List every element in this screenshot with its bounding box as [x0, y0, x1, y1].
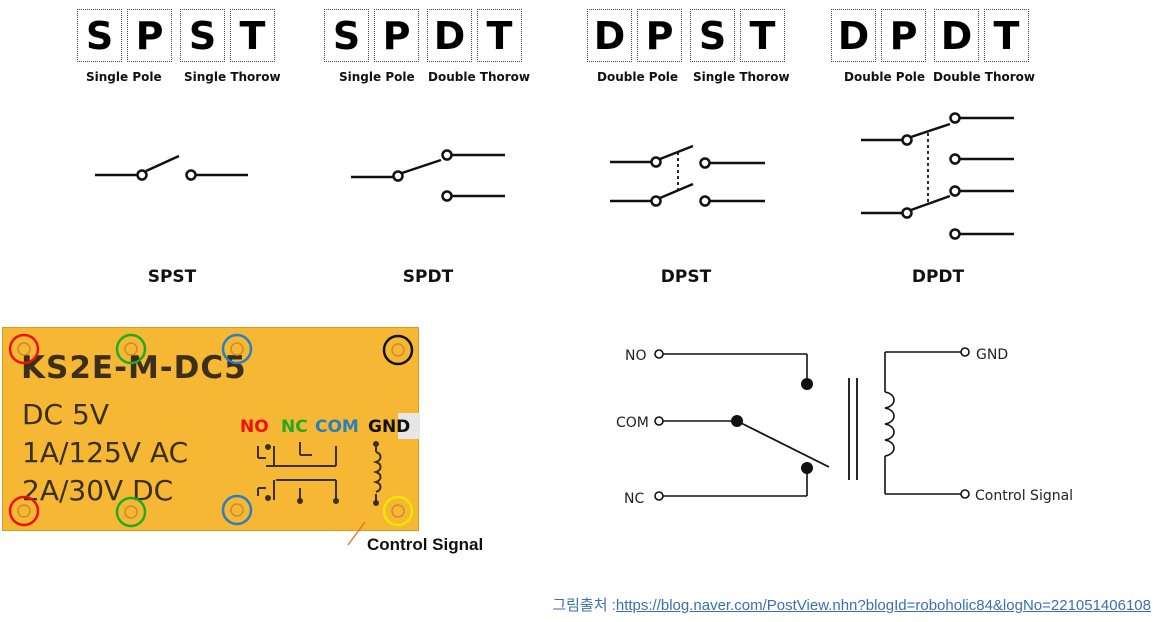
no-pin-marker: [8, 333, 40, 365]
source-prefix: 그림출처 :: [552, 597, 616, 614]
letter-box: T: [740, 9, 785, 62]
letter-box: T: [230, 9, 275, 62]
pin-label-no: NO: [240, 417, 269, 437]
com-pin-marker: [221, 333, 253, 365]
schematic-nc-label: NC: [624, 491, 644, 507]
letter-box: S: [324, 9, 369, 62]
pin-hole: [17, 504, 31, 518]
relay-model: KS2E-M-DC5: [21, 350, 247, 386]
letter-box: T: [477, 9, 522, 62]
spst-symbol: [95, 154, 248, 181]
letter-box: T: [984, 9, 1029, 62]
control-signal-caption: Control Signal: [367, 535, 484, 554]
pin-hole: [124, 342, 138, 356]
com-terminal: [654, 416, 664, 426]
schematic-gnd-label: GND: [976, 347, 1008, 363]
pin-hole: [230, 342, 244, 356]
schematic-com-label: COM: [616, 415, 649, 431]
relay-printed-schematic: [257, 441, 382, 506]
pin-hole: [391, 343, 405, 357]
relay-body: [2, 327, 419, 531]
gnd-pin-marker: [382, 334, 414, 366]
pin-label-com: COM: [315, 417, 359, 437]
throw-caption: Double Thorow: [428, 70, 530, 84]
gnd-tab: [398, 413, 420, 439]
source-link[interactable]: https://blog.naver.com/PostView.nhn?blog…: [615, 597, 1151, 614]
spdt-symbol: [351, 149, 505, 202]
pin-hole: [124, 505, 138, 519]
letter-box: P: [374, 9, 419, 62]
control-terminal: [960, 489, 970, 499]
relay-spec-dc: 2A/30V DC: [22, 474, 174, 507]
pole-caption: Double Pole: [844, 70, 926, 84]
dpst-label: DPST: [660, 267, 712, 287]
no-terminal: [654, 349, 664, 359]
letter-box: D: [934, 9, 979, 62]
relay-spec-ac: 1A/125V AC: [22, 436, 189, 469]
spdt-label: SPDT: [402, 267, 454, 287]
no-pin-marker: [8, 495, 40, 527]
letter-box: P: [881, 9, 926, 62]
spst-label: SPST: [147, 267, 197, 287]
letter-box: D: [587, 9, 632, 62]
pin-hole: [391, 504, 405, 518]
nc-pin-marker: [115, 496, 147, 528]
dpst-symbol: [610, 144, 765, 207]
nc-pin-marker: [115, 333, 147, 365]
letter-box: D: [427, 9, 472, 62]
pin-hole: [230, 503, 244, 517]
pole-caption: Single Pole: [86, 70, 162, 84]
pole-caption: Single Pole: [339, 70, 415, 84]
letter-box: S: [180, 9, 225, 62]
com-pin-marker: [221, 494, 253, 526]
dpdt-label: DPDT: [911, 267, 965, 287]
gnd-terminal: [960, 347, 970, 357]
relay-spec-voltage: DC 5V: [22, 398, 109, 431]
schematic-no-label: NO: [625, 348, 647, 364]
no-contact-dot: [801, 378, 813, 390]
pin-label-gnd: GND: [368, 417, 411, 437]
nc-terminal: [654, 491, 664, 501]
throw-caption: Double Thorow: [933, 70, 1035, 84]
control-arrow: [347, 521, 366, 546]
letter-box: P: [127, 9, 172, 62]
nc-contact-dot: [801, 462, 813, 474]
letter-box: S: [77, 9, 122, 62]
letter-box: P: [637, 9, 682, 62]
throw-caption: Single Thorow: [693, 70, 790, 84]
com-contact-dot: [731, 415, 743, 427]
image-source: 그림출처 :https://blog.naver.com/PostView.nh…: [552, 594, 1151, 615]
pin-hole: [17, 342, 31, 356]
dpdt-symbol: [861, 112, 1014, 240]
pole-caption: Double Pole: [597, 70, 679, 84]
pin-label-nc: NC: [281, 417, 308, 437]
throw-caption: Single Thorow: [184, 70, 281, 84]
control-pin-marker: [382, 495, 414, 527]
schematic-control-label: Control Signal: [975, 488, 1073, 504]
letter-box: S: [690, 9, 735, 62]
letter-box: D: [831, 9, 876, 62]
